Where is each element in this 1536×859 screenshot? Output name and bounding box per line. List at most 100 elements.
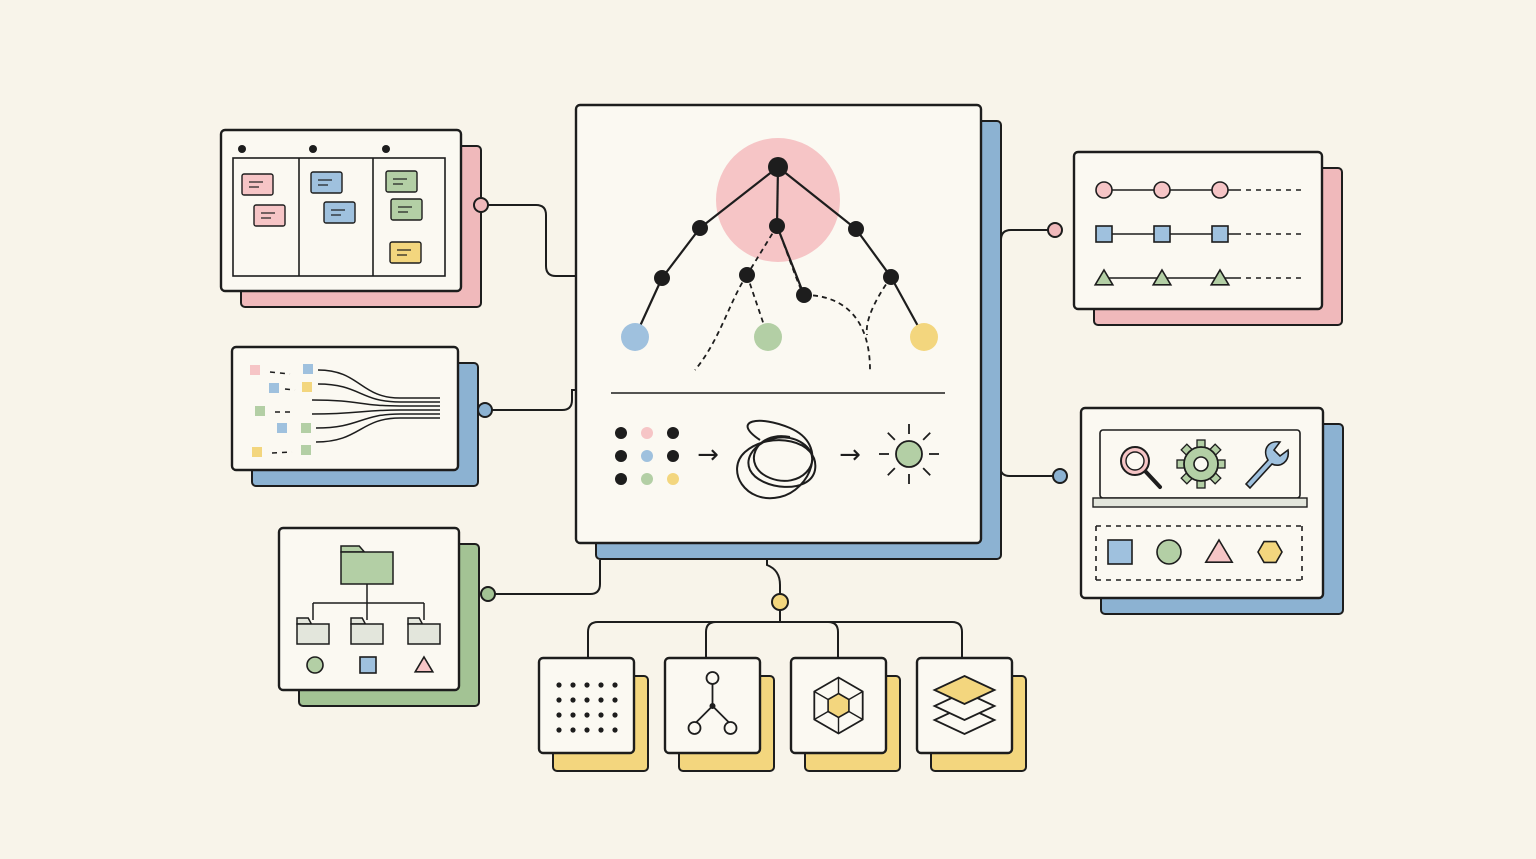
hub-sun-ray [922,467,931,476]
hub-input-dot [667,450,679,462]
cube-edge [848,710,864,721]
connector-hub-down-line [766,560,781,600]
connector-lines [481,204,1060,658]
hub-tree-node [883,269,899,285]
branch-node [709,703,716,709]
kanban-column-header-dot [238,145,246,153]
hub-tree-node [654,270,670,286]
branch-edge [711,705,732,725]
dot-grid-dot [612,712,618,718]
connector-timeline-line [1000,229,1055,246]
folder-child-icon [296,623,330,645]
hub-tree-dashed-edge [746,225,778,276]
search-icon-lens [1125,451,1145,471]
timeline-triangle-marker [1093,268,1115,286]
funnel-source-dash [284,388,296,391]
kanban-card [253,204,286,227]
search-icon-handle [1144,470,1162,489]
wrench-icon [1244,440,1290,490]
timeline-triangle-marker [1209,268,1231,286]
hub-input-dot [667,473,679,485]
hub-tree-dashed-edge [776,225,805,296]
connector-tile-2-line [705,621,780,658]
funnel-flow-line [311,409,440,415]
folder-child-icon-tab [350,617,367,625]
cube-edge [813,690,829,701]
dot-grid-dot [556,697,562,703]
dot-grid-dot [584,727,590,733]
tools-square-shape [1107,539,1133,565]
timeline-triangle-marker [1151,268,1173,286]
hub-tree-dashed-edge [694,274,748,371]
folder-card [277,526,461,692]
hub-tree-edge [661,227,701,279]
hub-leaf-node-blue [621,323,649,351]
hub-tree-node [769,218,785,234]
timeline-circle-marker [1153,181,1171,199]
funnel-flow-line [311,399,440,407]
funnel-source-square [301,445,311,455]
connector-tile-3-line [780,621,839,658]
gear-icon-hub [1193,456,1209,472]
timeline-card [1072,150,1324,311]
hub-tree-node [768,157,788,177]
kanban-card [323,201,356,224]
hub-tree-edge [855,228,892,278]
dot-grid-dot [598,682,604,688]
hub-input-dot [641,473,653,485]
branch-edge [693,705,714,725]
dot-grid-dot [570,712,576,718]
dot-grid-dot [584,682,590,688]
branch-node [687,721,702,735]
funnel-source-square [303,364,313,374]
hub-sun-icon [895,440,923,468]
branch-node [723,721,738,735]
folder-root-icon [340,551,394,585]
hub-tangle-icon [736,419,817,500]
folder-child-icon-tab [296,617,313,625]
funnel-flow-line [315,417,440,443]
cube-icon [813,676,864,735]
connector-folder-line [488,560,601,595]
dot-grid-dot [584,697,590,703]
folder-port-dot [480,586,496,602]
tool-palette-panel [1052,406,1344,615]
hub-sun-ray [887,432,896,441]
kanban-port-dot [473,197,489,213]
connector-tile-4-line [828,621,963,658]
hub-tree-edge [777,166,857,230]
tools-triangle-shape [1204,538,1234,564]
funnel-source-square [277,423,287,433]
timeline-square-marker [1095,225,1113,243]
hub-tree-node [796,287,812,303]
funnel-source-square [250,365,260,375]
layer-sheet [932,675,997,705]
dot-grid-dot [570,697,576,703]
dot-grid-dot [612,727,618,733]
dot-grid-dot [612,697,618,703]
funnel-source-dash [269,371,291,375]
tools-circle-shape [1156,539,1182,565]
funnel-flow-line [317,383,440,403]
connector-funnel-line [485,389,577,411]
timeline-square-marker [1211,225,1229,243]
hub-tree-node [739,267,755,283]
kanban-card [241,173,274,196]
layer-sheet [932,691,997,721]
tools-port-dot [1052,468,1068,484]
tiles-junction-dot [771,593,789,611]
hub-tree-dashed-edge [865,276,892,336]
funnel-source-square [301,423,311,433]
central-hub-panel: →→ [574,103,1002,560]
kanban-card [389,241,422,264]
hub-input-dot [667,427,679,439]
dot-grid-dot [570,682,576,688]
hub-leaf-node-green [754,323,782,351]
tile-card [537,656,636,755]
folder-child-icon-tab [407,617,424,625]
branch-node [705,671,720,685]
folder-child-icon [407,623,441,645]
hub-sun-ray [922,432,931,441]
hub-input-dot [641,450,653,462]
